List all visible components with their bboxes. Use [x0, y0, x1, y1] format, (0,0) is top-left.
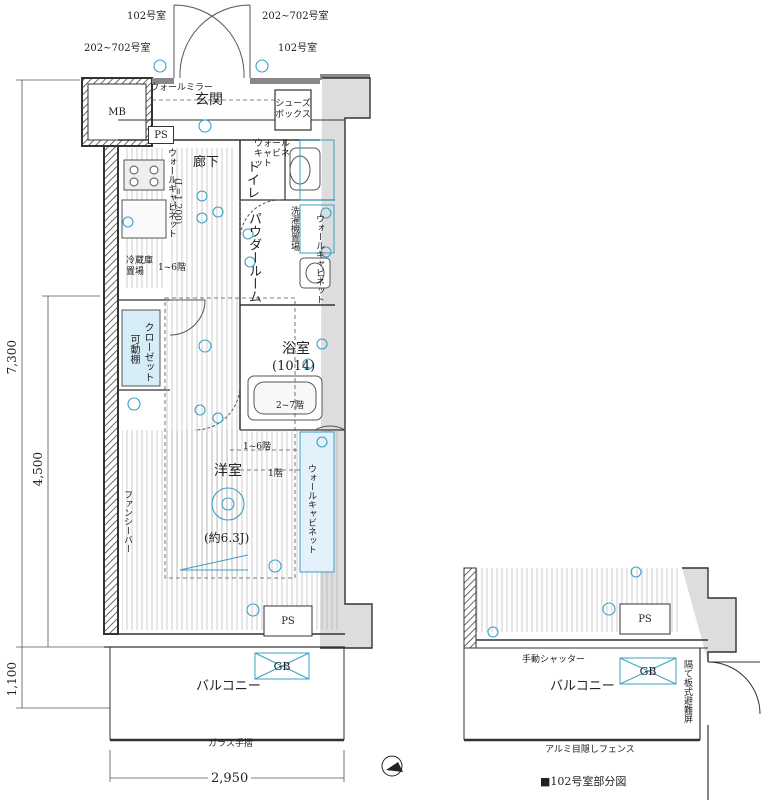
closet-label: クローゼット — [142, 322, 153, 382]
balcony-partial-label: バルコニー — [550, 679, 615, 694]
compass-icon — [381, 755, 403, 777]
ps-partial-label: PS — [638, 613, 652, 625]
evac-partition-label: 隔て板式避難屏 — [682, 660, 692, 723]
glass-rail-label: ガラス手摺 — [208, 739, 253, 749]
toilet-label: トイレ — [244, 160, 259, 199]
corridor-label: 廊下 — [193, 155, 220, 170]
gb-partial-label: GB — [639, 664, 657, 678]
entrance-label: 玄関 — [195, 92, 223, 108]
ps-bottom-label: PS — [281, 615, 295, 627]
floors-1-6-corridor-label: 1~6階 — [158, 263, 186, 273]
bath-fixtures — [121, 89, 335, 680]
door-label-202-left: 202~702号室 — [84, 43, 151, 54]
dim-room-depth: 4,500 — [31, 452, 45, 487]
corridor-height-label: (L=1,200) — [172, 178, 182, 225]
door-label-202-right: 202~702号室 — [262, 11, 329, 22]
manual-shutter-label: 手動シャッター — [522, 655, 586, 665]
wall-cabinet-room-label: ウォールキャビネット — [306, 464, 316, 554]
wall-mirror-label: ウォールミラー — [150, 83, 214, 93]
fan-bar-label: ファンシーバー — [122, 490, 132, 553]
dim-balcony-depth: 1,100 — [5, 662, 19, 697]
balcony-label: バルコニー — [196, 679, 261, 694]
dim-total-depth: 7,300 — [5, 340, 19, 375]
wall-cabinet-corridor-label: ウォールキャビネット — [166, 148, 176, 238]
bathroom-label: 浴室 — [282, 341, 310, 357]
western-room-label: 洋室 — [214, 463, 242, 479]
wall-outline — [81, 74, 373, 742]
dim-width: 2,950 — [208, 772, 252, 785]
bathroom-size-label: (1014) — [272, 359, 316, 374]
fridge-label: 冷蔵庫置場 — [126, 256, 154, 277]
door-label-102-right: 102号室 — [278, 43, 318, 54]
western-room-size-label: (約6.3J) — [204, 531, 250, 545]
gb-label: GB — [273, 659, 291, 673]
dashed-outlines — [152, 99, 300, 579]
ps-top-label: PS — [148, 126, 174, 144]
closet-shelf-label: 可動棚 — [128, 334, 139, 364]
floors-2-7-label: 2~7階 — [276, 401, 304, 411]
floors-1-6-room-label: 1~6階 — [243, 442, 271, 452]
partial-plan — [463, 567, 761, 800]
wall-cabinet-toilet-label: ウォールキャビネット — [254, 139, 291, 169]
mb-label: MB — [108, 106, 126, 118]
partial-caption: ■102号室部分図 — [540, 775, 627, 788]
electrical-marks — [122, 59, 642, 638]
shoes-box-label: シューズボックス — [275, 99, 311, 120]
door-label-102-left: 102号室 — [127, 11, 167, 22]
powder-room-label: パウダールーム — [246, 212, 261, 303]
washer-label: 洗濯機置場 — [289, 206, 299, 251]
door-swings — [169, 4, 346, 431]
floor-1-label: 1階 — [268, 469, 283, 479]
alu-fence-label: アルミ目隠しフェンス — [545, 745, 635, 755]
wall-cabinet-powder-label: ウォールキャビネット — [314, 214, 324, 304]
